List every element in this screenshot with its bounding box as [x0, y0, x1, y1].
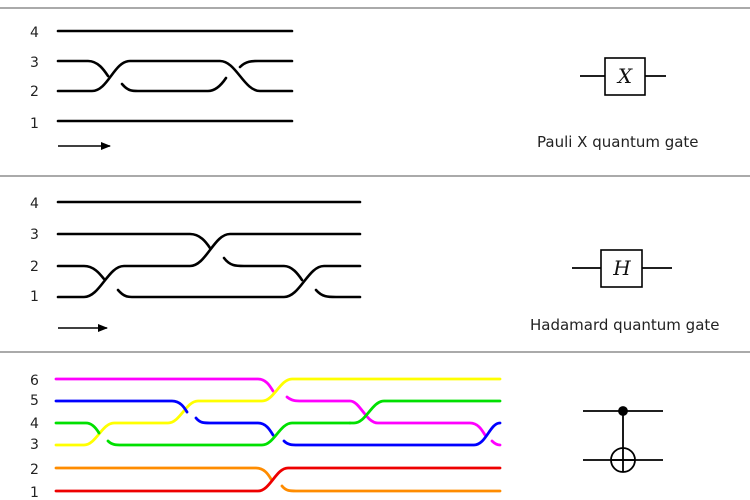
strand-under-b: [120, 76, 228, 93]
cnot-gate-symbol: [583, 406, 663, 473]
strand-blue-c: [282, 421, 502, 447]
hadamard-braid: [56, 200, 362, 299]
hadamard-gate-symbol: H: [572, 249, 672, 288]
gate-letter-x: X: [616, 64, 633, 88]
strand-yellow: [54, 377, 502, 447]
strand-over-1: [56, 232, 362, 299]
pauli-x-panel: 4 3 2 1 X Pauli X quantum gate: [30, 25, 699, 151]
strand-label-2: 2: [30, 462, 39, 478]
strand-label-6: 6: [30, 373, 39, 389]
strand-label-4: 4: [30, 25, 39, 41]
strand-blue-a: [54, 399, 189, 414]
strand-label-2: 2: [30, 84, 39, 100]
strand-label-3: 3: [30, 55, 39, 71]
cnot-panel: 6 5 4 3 2 1: [30, 373, 663, 500]
strand-label-4: 4: [30, 416, 39, 432]
strand-under-2b: [222, 256, 304, 282]
strand-under-1a: [56, 264, 106, 281]
pauli-x-braid: [56, 29, 294, 123]
strand-under-c: [238, 59, 294, 69]
strand-label-4: 4: [30, 196, 39, 212]
strand-under-2a: [56, 232, 212, 250]
strand-label-5: 5: [30, 393, 39, 409]
strand-orange-a: [54, 466, 273, 481]
hadamard-strand-labels: 4 3 2 1: [30, 196, 39, 305]
gate-box: [600, 249, 643, 288]
strand-label-1: 1: [30, 485, 39, 500]
strand-under-1b: [116, 264, 362, 299]
hadamard-panel: 4 3 2 1 H Hadamard quantum gate: [30, 196, 720, 334]
strand-label-3: 3: [30, 227, 39, 243]
strand-red: [54, 466, 502, 493]
strand-label-1: 1: [30, 116, 39, 132]
strand-magenta-c: [490, 439, 502, 447]
pauli-x-caption: Pauli X quantum gate: [537, 133, 699, 151]
cnot-strand-labels: 6 5 4 3 2 1: [30, 373, 39, 500]
strand-blue-b: [194, 416, 275, 437]
strand-green-a: [54, 421, 101, 435]
strand-green-c: [348, 399, 502, 425]
strand-magenta-b: [285, 395, 487, 437]
strand-label-2: 2: [30, 259, 39, 275]
strand-magenta-a: [54, 377, 275, 393]
pauli-x-strand-labels: 4 3 2 1: [30, 25, 39, 132]
hadamard-caption: Hadamard quantum gate: [530, 316, 720, 334]
strand-under-2c: [314, 288, 362, 299]
cnot-braid: [54, 377, 502, 493]
strand-green-b: [106, 421, 352, 447]
strand-orange-b: [280, 484, 502, 493]
strand-over-a: [56, 59, 294, 93]
strand-label-3: 3: [30, 437, 39, 453]
strand-label-1: 1: [30, 289, 39, 305]
gate-box: [604, 57, 646, 96]
gate-letter-h: H: [612, 256, 631, 280]
pauli-x-gate-symbol: X: [580, 57, 666, 96]
strand-under-a: [56, 59, 110, 78]
